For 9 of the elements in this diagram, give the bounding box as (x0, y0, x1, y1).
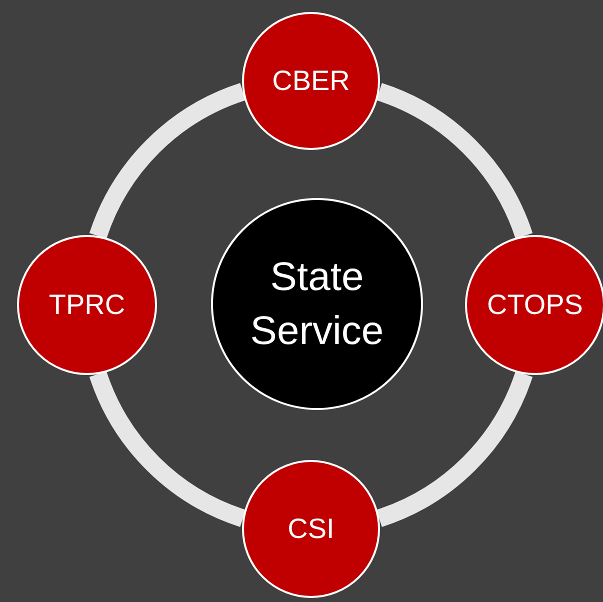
ring-connector (90, 83, 246, 240)
satellite-circle: CTOPS (465, 235, 603, 375)
ring-connector (90, 370, 246, 527)
centre-circle: State Service (211, 198, 423, 410)
satellite-circle: TPRC (17, 235, 157, 375)
ring-connector (376, 370, 532, 527)
satellite-circle: CBER (242, 12, 380, 150)
satellite-circle: CSI (242, 460, 380, 598)
ring-connector (376, 83, 532, 240)
